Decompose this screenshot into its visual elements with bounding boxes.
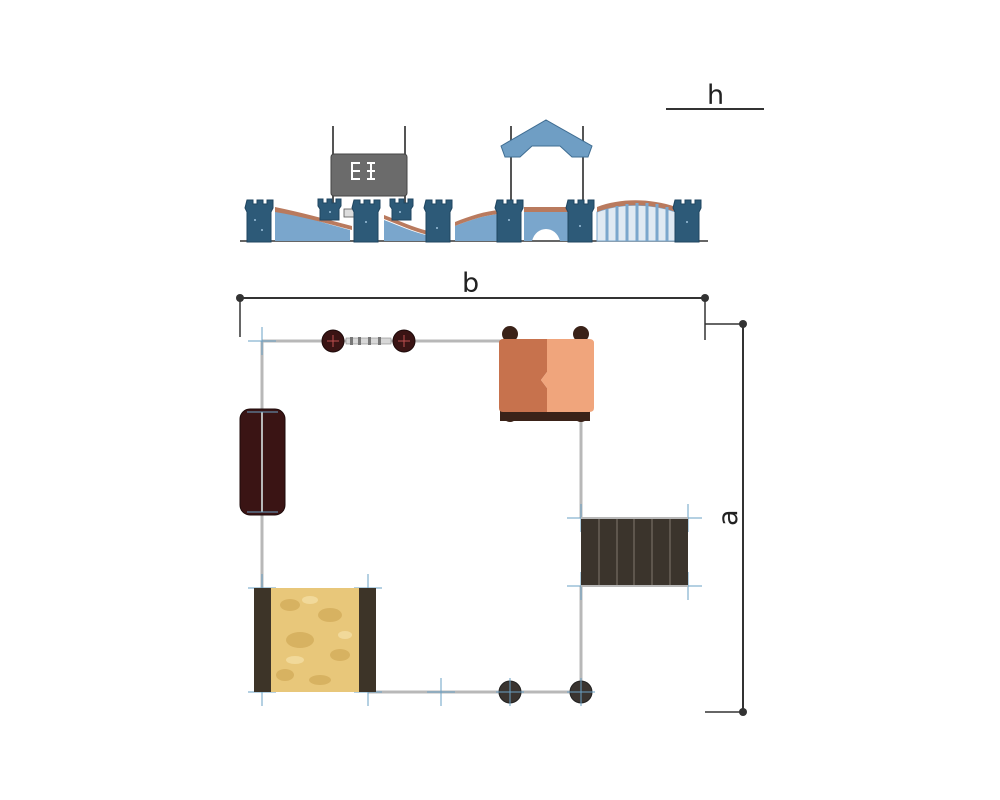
width-label: b (462, 268, 479, 299)
plank-bridge (581, 517, 688, 587)
height-dimension: h (666, 80, 764, 111)
width-dimension: b (236, 268, 709, 340)
slide-wood-1 (275, 207, 352, 230)
front-elevation-view (240, 119, 708, 243)
sandbox-frame-right (359, 588, 376, 692)
house-roof-plan (499, 326, 594, 422)
house-roof-right (541, 339, 594, 412)
slide-wood-3 (455, 210, 500, 226)
sandbox (254, 588, 376, 692)
tower-4 (389, 198, 414, 221)
activity-panel (330, 153, 408, 197)
letters-panel-icon (351, 162, 375, 180)
railed-bridge-top (597, 200, 676, 212)
tower-5 (423, 199, 453, 243)
tunnel (239, 408, 286, 516)
height-label: h (707, 80, 724, 111)
depth-label: a (713, 509, 744, 526)
tower-speckles (254, 211, 688, 231)
top-post-pair (321, 329, 416, 353)
house-roof-left (499, 339, 547, 412)
sand-texture (276, 599, 350, 685)
arch-bridge-small (524, 212, 568, 241)
slide-segment-1 (275, 210, 350, 241)
tower-7 (565, 199, 595, 243)
tower-1 (244, 199, 274, 243)
railed-bridge-balusters (605, 203, 669, 241)
depth-dimension: a (705, 320, 747, 716)
slide-segment-2 (384, 220, 430, 241)
house-roof (500, 119, 593, 158)
slide-segment-3 (455, 214, 500, 241)
top-plan-view (239, 326, 702, 706)
arch-bridge-small-deck (524, 207, 568, 212)
sandbox-frame-left (254, 588, 271, 692)
tower-2 (317, 198, 357, 221)
